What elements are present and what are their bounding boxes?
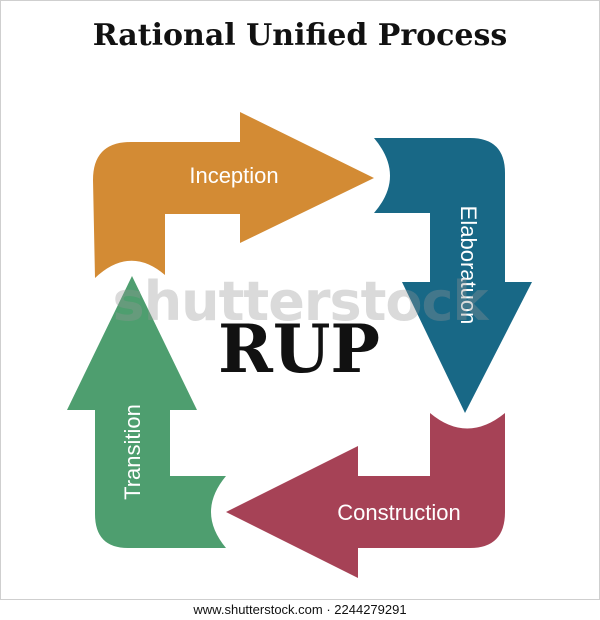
elaboration-arrow [374, 138, 532, 413]
rup-cycle-diagram: Inception Elaboratuon Construction Trans… [67, 112, 532, 578]
center-label: RUP [218, 310, 380, 388]
inception-arrow [93, 112, 374, 278]
inception-label: Inception [189, 163, 278, 188]
construction-arrow [226, 413, 505, 578]
footer-credit: www.shutterstock.com · 2244279291 [0, 600, 600, 620]
diagram-title: Rational Unified Process [92, 18, 508, 53]
elaboration-label: Elaboratuon [456, 206, 481, 325]
construction-label: Construction [337, 500, 461, 525]
transition-arrow [67, 276, 226, 548]
transition-label: Transition [120, 404, 145, 500]
